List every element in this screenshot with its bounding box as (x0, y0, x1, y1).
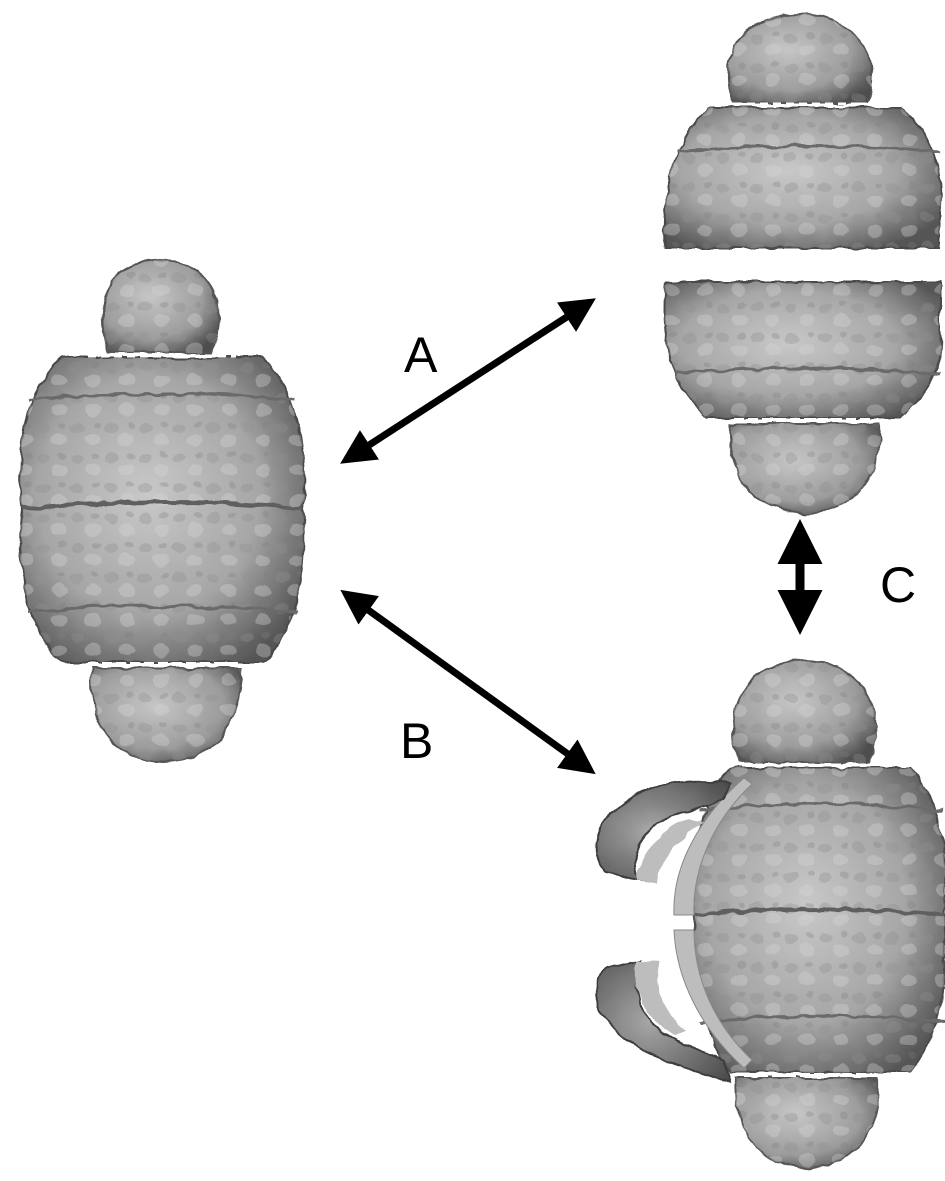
top-cap (728, 14, 871, 103)
top-cap (102, 260, 218, 352)
lower-half (665, 282, 941, 418)
barrel-body (693, 768, 945, 1072)
bottom-cap (730, 424, 880, 514)
label-c: C (880, 557, 916, 613)
barrel-body (20, 358, 304, 662)
assembled-complex (20, 260, 304, 762)
arrow-a (346, 302, 590, 460)
lower-cap (92, 668, 242, 762)
label-b: B (400, 713, 433, 769)
split-complex (664, 14, 940, 514)
opened-complex (596, 660, 945, 1168)
bottom-cap (736, 1078, 878, 1168)
upper-half (664, 108, 940, 248)
label-a: A (404, 327, 438, 383)
arrow-b (346, 594, 590, 770)
top-cap (733, 660, 876, 762)
